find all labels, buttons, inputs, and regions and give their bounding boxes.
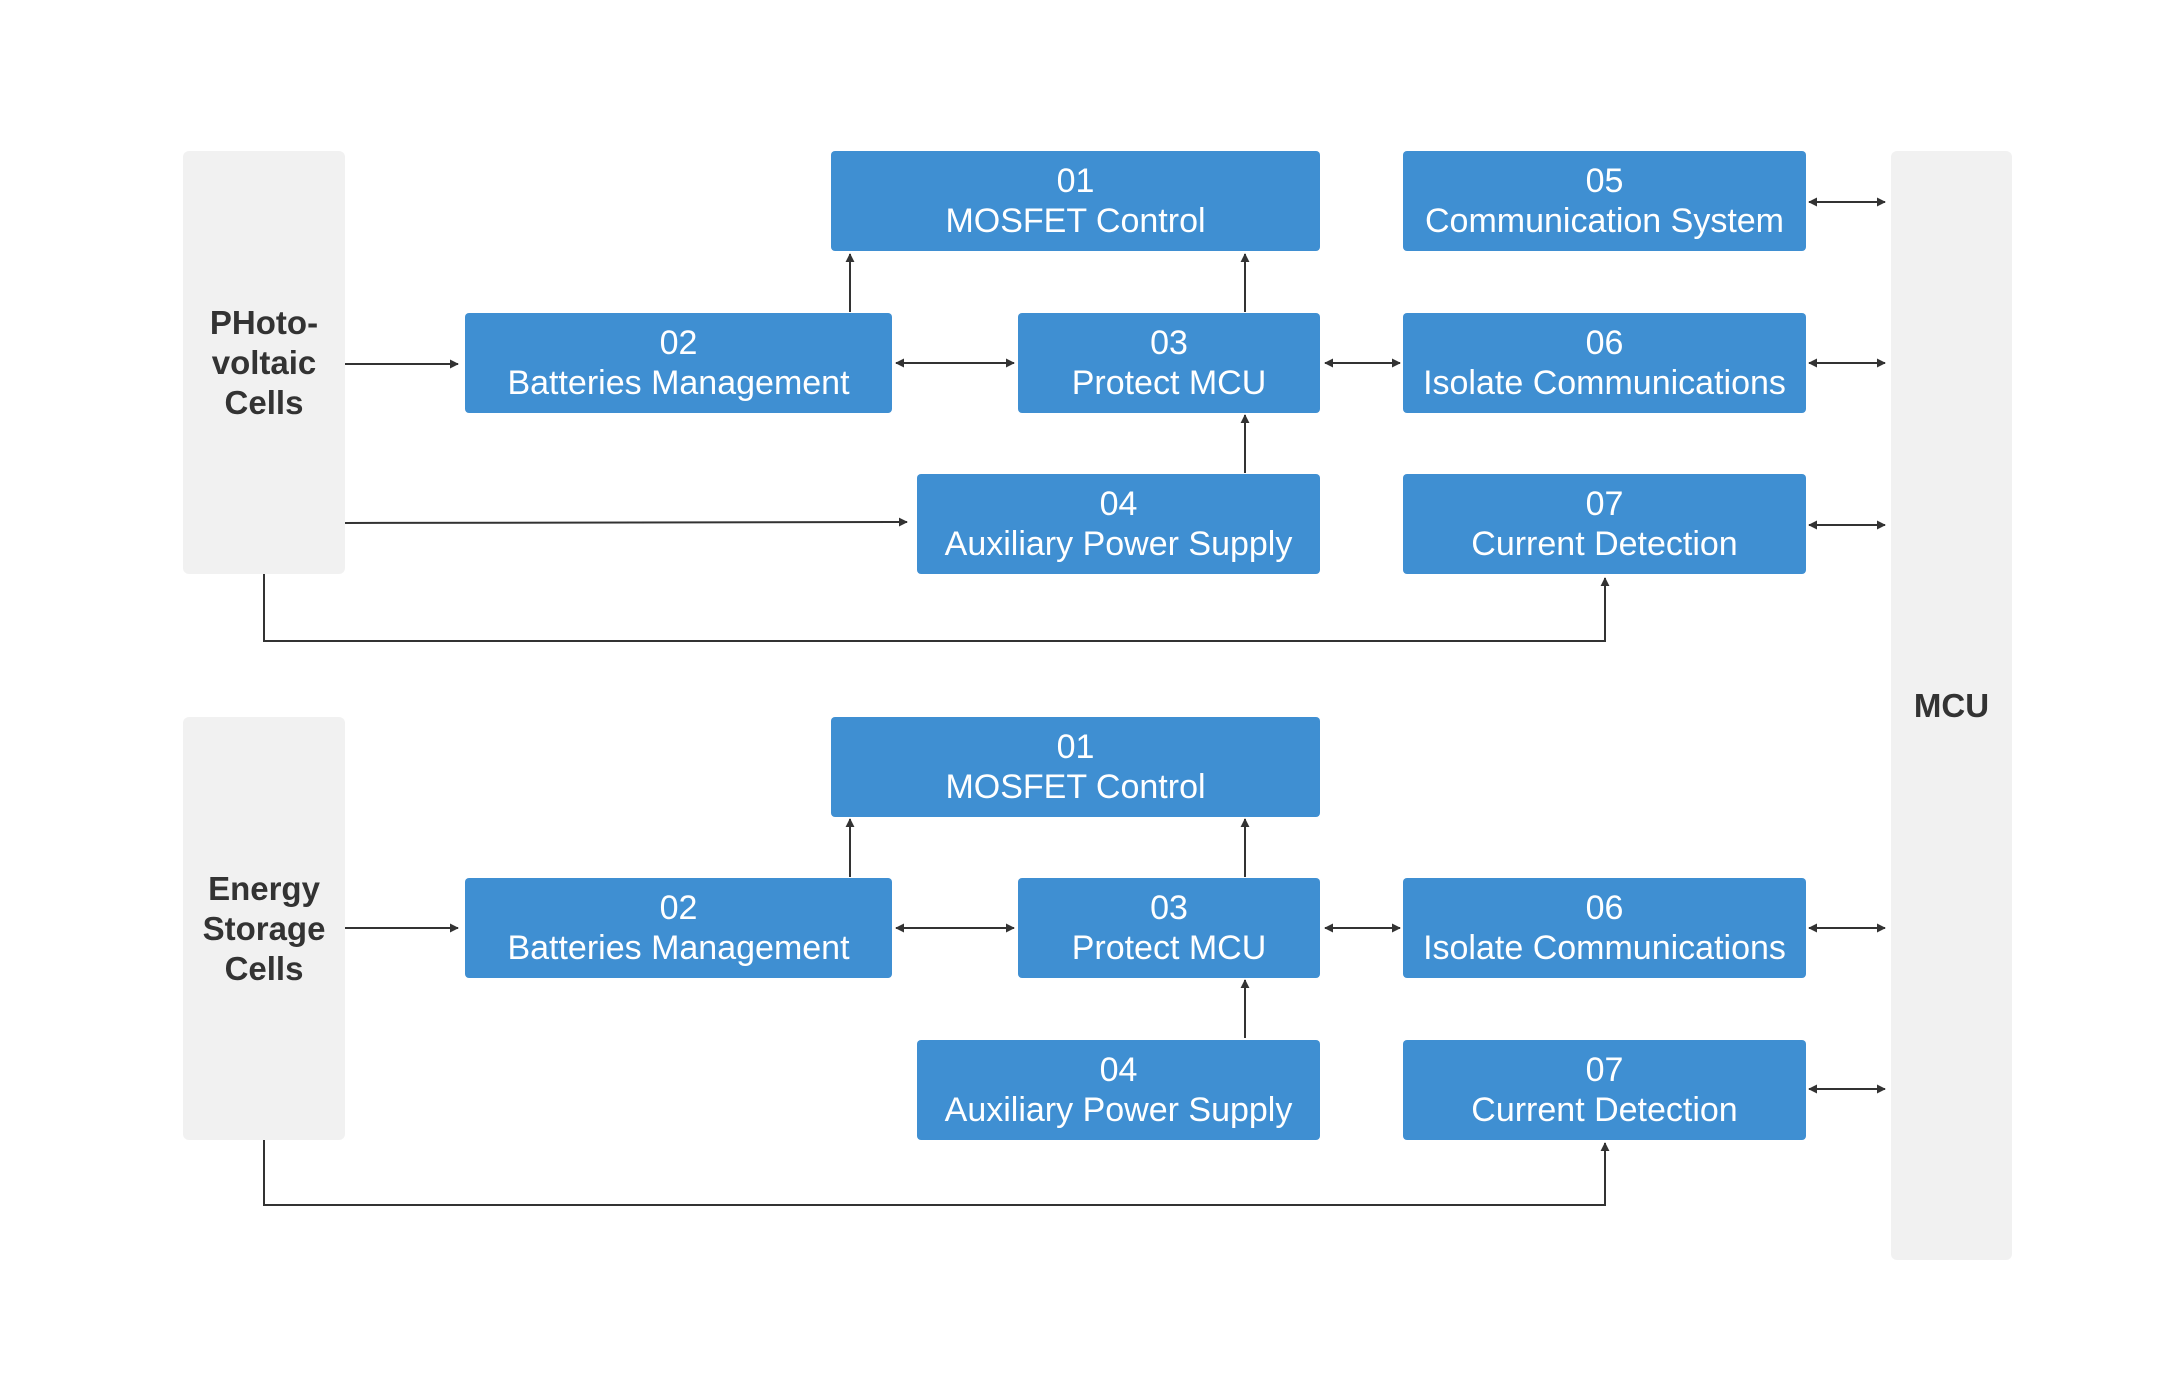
block-label: Auxiliary Power Supply: [944, 525, 1293, 563]
block-number: 03: [1150, 324, 1188, 362]
block-label: Protect MCU: [1071, 929, 1267, 967]
block-label: Isolate Communications: [1423, 364, 1786, 402]
block-number: 07: [1585, 485, 1624, 523]
arrow-storage-to-current: [263, 1140, 1610, 1206]
batteries-management-block[interactable]: 02 Batteries Management: [465, 313, 892, 413]
pv-cells-label: PHoto- voltaic Cells: [209, 303, 319, 421]
block-number: 04: [1099, 485, 1138, 523]
current-detection-block-2[interactable]: 07 Current Detection: [1403, 1040, 1806, 1140]
block-label: Auxiliary Power Supply: [944, 1091, 1293, 1129]
block-number: 01: [1056, 728, 1095, 766]
mosfet-control-block-2[interactable]: 01 MOSFET Control: [831, 717, 1320, 817]
pv-cells-box: PHoto- voltaic Cells: [183, 151, 345, 574]
arrow-pv-to-aux: [344, 517, 908, 527]
isolate-communications-block-2[interactable]: 06 Isolate Communications: [1403, 878, 1806, 978]
block-label: MOSFET Control: [945, 202, 1206, 240]
batteries-management-block-2[interactable]: 02 Batteries Management: [465, 878, 892, 978]
protect-mcu-block-2[interactable]: 03 Protect MCU: [1018, 878, 1320, 978]
block-label: Isolate Communications: [1423, 929, 1786, 967]
communication-system-block[interactable]: 05 Communication System: [1403, 151, 1806, 251]
block-label: Batteries Management: [507, 364, 850, 402]
block-number: 06: [1585, 324, 1624, 362]
auxiliary-power-supply-block-2[interactable]: 04 Auxiliary Power Supply: [917, 1040, 1320, 1140]
block-label: Current Detection: [1471, 525, 1738, 563]
storage-cells-box: Energy Storage Cells: [183, 717, 345, 1140]
isolate-communications-block[interactable]: 06 Isolate Communications: [1403, 313, 1806, 413]
block-label: Communication System: [1424, 202, 1784, 240]
protect-mcu-block[interactable]: 03 Protect MCU: [1018, 313, 1320, 413]
block-number: 03: [1150, 889, 1188, 927]
block-label: MOSFET Control: [945, 768, 1206, 806]
block-label: Batteries Management: [507, 929, 850, 967]
block-number: 02: [659, 889, 698, 927]
block-number: 04: [1099, 1051, 1138, 1089]
block-number: 07: [1585, 1051, 1624, 1089]
current-detection-block[interactable]: 07 Current Detection: [1403, 474, 1806, 574]
mcu-label: MCU: [1913, 686, 1990, 724]
block-number: 02: [659, 324, 698, 362]
auxiliary-power-supply-block[interactable]: 04 Auxiliary Power Supply: [917, 474, 1320, 574]
mosfet-control-block[interactable]: 01 MOSFET Control: [831, 151, 1320, 251]
block-label: Protect MCU: [1071, 364, 1267, 402]
block-number: 05: [1585, 162, 1624, 200]
mcu-box: MCU: [1891, 151, 2012, 1260]
storage-cells-label: Energy Storage Cells: [202, 869, 326, 987]
block-number: 06: [1585, 889, 1624, 927]
block-number: 01: [1056, 162, 1095, 200]
arrow-pv-to-current: [263, 574, 1610, 642]
block-label: Current Detection: [1471, 1091, 1738, 1129]
